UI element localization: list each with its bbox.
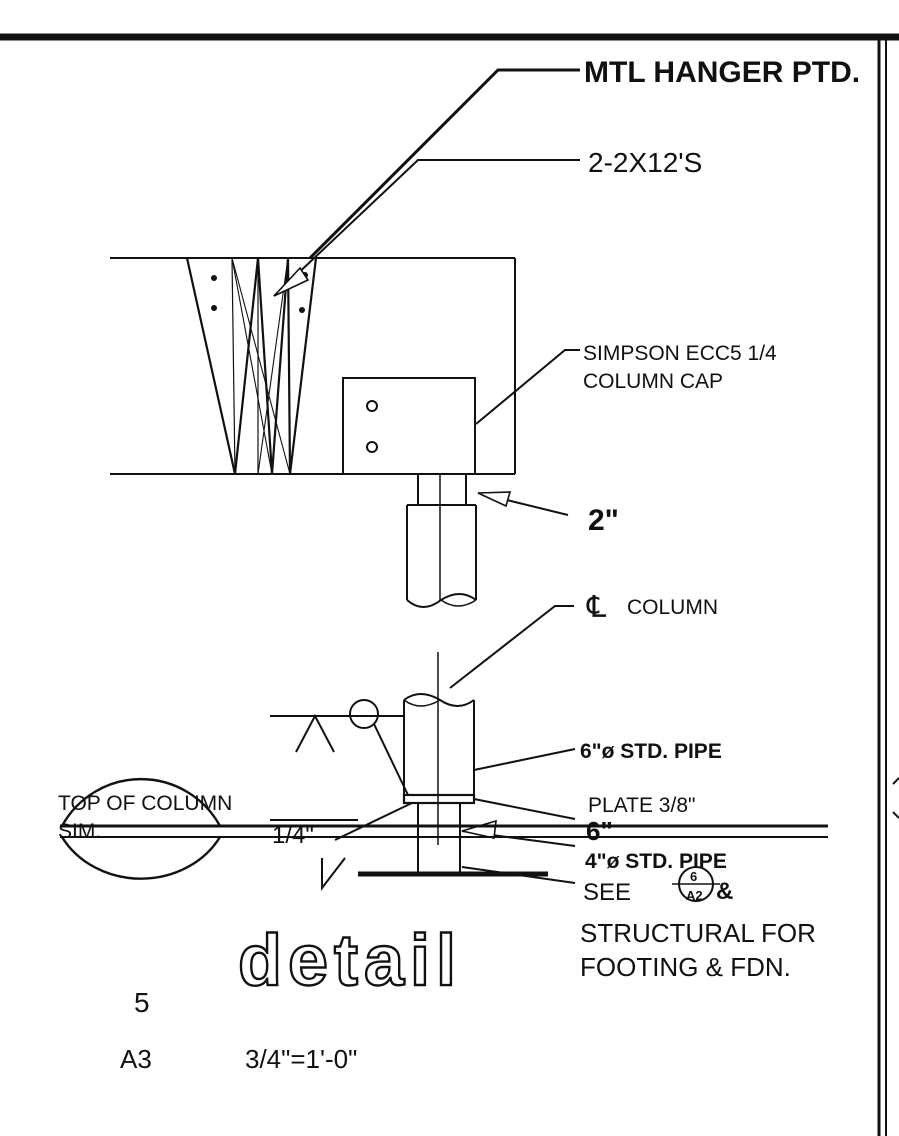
see-suffix: & [716,878,733,905]
see-ref-bottom: A2 [686,888,703,903]
upper-column [406,474,477,608]
centerline-symbol: ℄ [586,591,607,624]
dim-2in-label: 2" [588,504,619,537]
column-cap-label-1: SIMPSON ECC5 1/4 [583,342,777,365]
joists-label: 2-2X12'S [588,147,702,178]
structural-label-2: FOOTING & FDN. [580,952,791,982]
plate-label: PLATE 3/8" [588,794,695,817]
see-prefix: SEE [583,879,631,906]
metal-hanger [185,257,318,475]
detail-title: detail [238,921,462,1001]
centerline-label: COLUMN [627,596,718,619]
top-of-column-label-1: TOP OF COLUMN [58,792,232,815]
column-cap [342,377,476,475]
sheet-number: A3 [120,1044,152,1074]
sheet-border [0,33,899,1136]
dim-quarter-label: 1/4" [272,822,314,849]
detail-number: 5 [134,987,150,1018]
top-of-column-label-2: SIM. [58,820,101,843]
upper-pipe-label: 6"ø STD. PIPE [580,740,722,763]
lower-pipe-label: 4"ø STD. PIPE [585,850,727,873]
title-block [60,777,828,880]
structural-label-1: STRUCTURAL FOR [580,918,816,948]
column-cap-label-2: COLUMN CAP [583,370,723,393]
scale-label: 3/4"=1'-0" [245,1044,357,1074]
mtl-hanger-label: MTL HANGER PTD. [584,56,860,89]
reference-bubble [672,866,720,902]
leaders [273,68,580,884]
elevation-marker [270,699,413,891]
see-ref-top: 6 [690,869,697,884]
dim-6in-label: 6" [586,816,613,846]
